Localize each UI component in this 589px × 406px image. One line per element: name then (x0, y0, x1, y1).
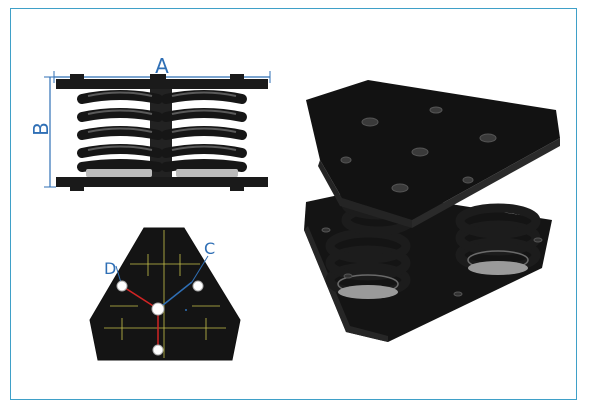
bolt-hole-center (151, 302, 165, 316)
dimension-b-label: B (30, 122, 53, 136)
spring-coils (77, 90, 247, 172)
bolt-hole-right (192, 280, 204, 292)
bolt-hole-left (116, 280, 128, 292)
side-view-diagram: A B (30, 55, 271, 191)
isometric-render (304, 80, 560, 342)
iso-top-plate (306, 80, 560, 220)
bolt-holes (116, 280, 204, 356)
bolt-c-label: C (204, 239, 215, 258)
dimension-a-label: A (155, 55, 169, 78)
vector-c-line (157, 281, 193, 310)
grid-lines (104, 230, 226, 358)
bolt-hole-bottom (152, 344, 164, 356)
top-plate (56, 79, 268, 89)
triangular-plate (89, 227, 241, 361)
vector-d-line (121, 285, 159, 310)
iso-top-holes (340, 106, 497, 193)
bottom-plate (56, 177, 268, 187)
top-view-diagram: C D (89, 227, 241, 361)
bolt-d-label: D (104, 259, 116, 278)
